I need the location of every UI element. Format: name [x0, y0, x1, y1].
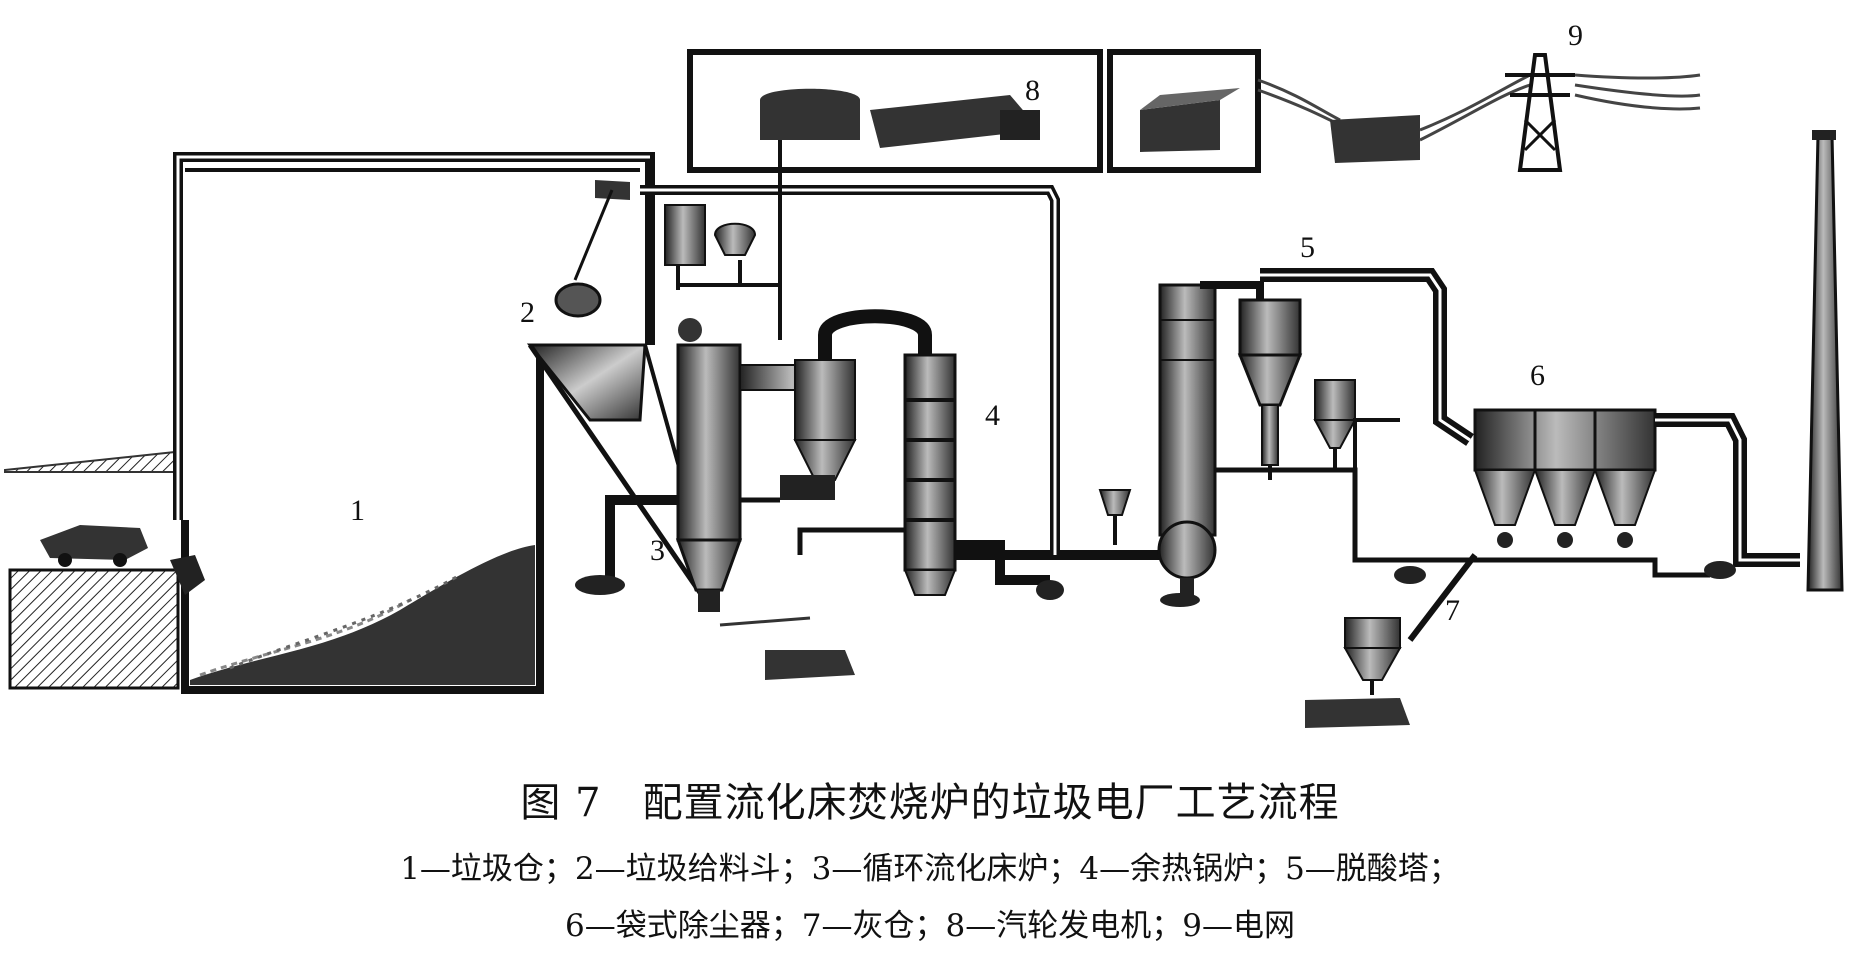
- ground-strip: [4, 450, 176, 473]
- process-flow-diagram: 1 2 3 4 5 6 7 8 9: [4, 19, 1844, 728]
- ash-silo: [1305, 553, 1478, 728]
- label-5: 5: [1300, 231, 1315, 264]
- legend-line-1: 1—垃圾仓；2—垃圾给料斗；3—循环流化床炉；4—余热锅炉；5—脱酸塔；: [400, 851, 1460, 887]
- turbine-generator: [687, 49, 1261, 173]
- label-6: 6: [1530, 359, 1545, 392]
- waste-bunker: [173, 152, 655, 694]
- legend-line-2: 6—袋式除尘器；7—灰仓；8—汽轮发电机；9—电网: [565, 908, 1295, 944]
- label-3: 3: [650, 534, 665, 567]
- figure-title: 图 7 配置流化床焚烧炉的垃圾电厂工艺流程: [520, 780, 1340, 826]
- chimney: [1806, 130, 1844, 592]
- waste-heat-boiler: [797, 353, 1165, 600]
- cfb-furnace: [575, 204, 857, 680]
- steam-pipe-inner: [640, 188, 1057, 555]
- reagent-feeder: [1098, 489, 1132, 545]
- label-8: 8: [1025, 74, 1040, 107]
- label-2: 2: [520, 296, 535, 329]
- label-4: 4: [985, 399, 1000, 432]
- bag-filter: [1394, 408, 1800, 584]
- label-1: 1: [350, 494, 365, 527]
- power-grid: [1257, 53, 1701, 172]
- crane-grab: [554, 180, 630, 318]
- label-7: 7: [1445, 594, 1460, 627]
- deacidification-tower: [1157, 268, 1474, 607]
- truck-unloading-area: [8, 525, 205, 690]
- label-9: 9: [1568, 19, 1583, 52]
- flue-duct-furnace-boiler: [818, 309, 932, 360]
